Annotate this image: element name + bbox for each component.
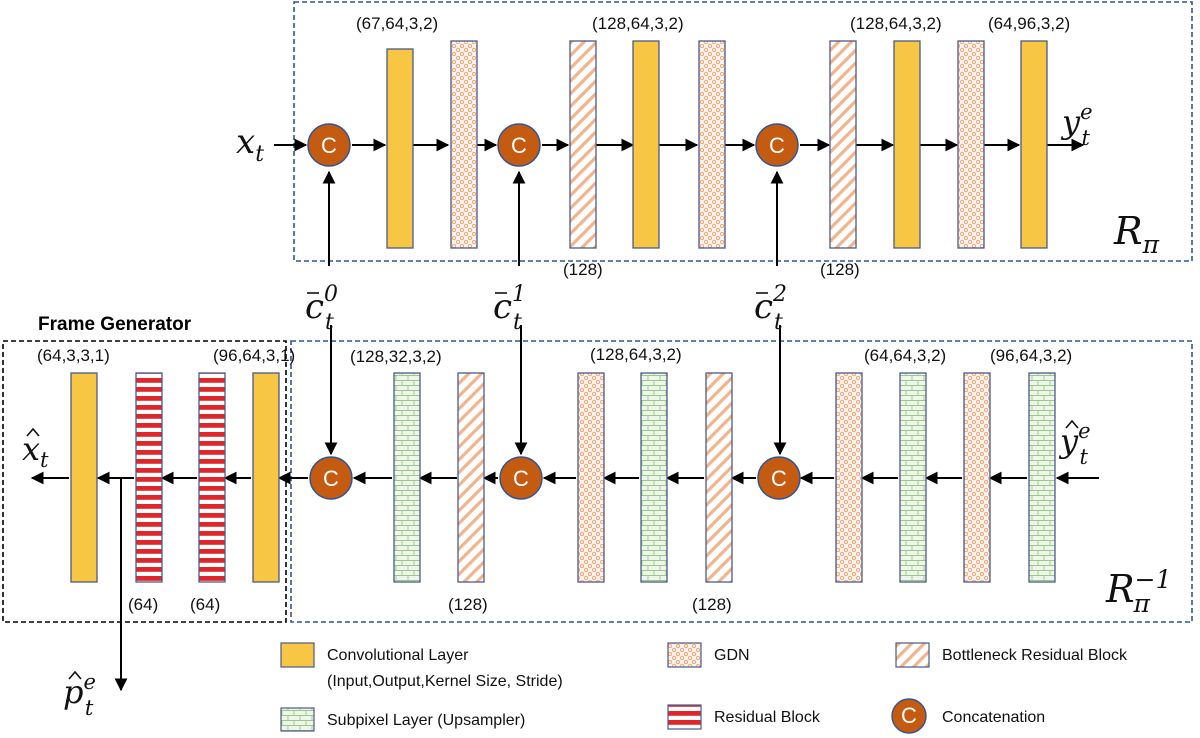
decoder-box	[290, 340, 1193, 623]
encoder-input-label: xt	[236, 122, 264, 167]
svg-text:C: C	[771, 466, 787, 491]
svg-text:xt: xt	[22, 430, 49, 472]
svg-text:C: C	[321, 133, 337, 158]
svg-text:C: C	[323, 466, 339, 491]
fg-output-label: xt	[22, 427, 49, 472]
fg-residual-2-label: (64)	[190, 595, 220, 614]
svg-text:Concatenation: Concatenation	[942, 709, 1045, 726]
encoder-concat-3: C	[755, 123, 799, 167]
encoder-conv-1-label: (67,64,3,2)	[356, 14, 438, 33]
legend-residual: Residual Block	[667, 704, 821, 730]
legend: Convolutional Layer (Input,Output,Kernel…	[280, 642, 1128, 734]
decoder-concat-1: C	[309, 456, 353, 500]
decoder-subpixel-1	[393, 372, 421, 583]
fg-conv-2-label: (96,64,3,1)	[213, 346, 295, 365]
frame-generator-box	[2, 340, 287, 623]
svg-text:C: C	[511, 133, 527, 158]
svg-text:(Input,Output,Kernel Size, Str: (Input,Output,Kernel Size, Stride)	[327, 673, 563, 690]
encoder-name: Rπ	[1113, 209, 1160, 259]
encoder-gdn-2	[698, 40, 726, 249]
frame-generator-arrows	[30, 471, 251, 692]
decoder-subpixel-3	[899, 372, 927, 583]
svg-text:C: C	[513, 466, 529, 491]
svg-text:c0t: c0t	[305, 282, 338, 335]
encoder-bottleneck-2	[829, 40, 857, 249]
legend-gdn: GDN	[667, 642, 750, 668]
decoder-gdn-1	[577, 372, 605, 583]
svg-text:c2t: c2t	[754, 282, 787, 335]
fg-residual-1-label: (64)	[128, 595, 158, 614]
decoder-arrows	[277, 325, 1099, 485]
svg-text:C: C	[769, 133, 785, 158]
svg-text:c1t: c1t	[493, 282, 526, 335]
decoder-gdn-3	[963, 372, 991, 583]
decoder-concat-2: C	[499, 456, 543, 500]
decoder-bottleneck-2-label: (128)	[692, 595, 732, 614]
encoder-conv-2-label: (128,64,3,2)	[592, 14, 684, 33]
svg-text:Residual Block: Residual Block	[714, 709, 821, 726]
encoder-conv-1	[386, 48, 414, 249]
encoder-layers	[386, 40, 1048, 249]
decoder-subpixel-3-label: (64,64,3,2)	[864, 346, 946, 365]
frame-generator-layers	[70, 372, 280, 583]
encoder-conv-3	[893, 40, 921, 249]
encoder-conv-4	[1020, 40, 1048, 249]
svg-text:GDN: GDN	[714, 647, 750, 664]
fg-residual-1	[135, 372, 163, 583]
fg-conv-1	[70, 372, 98, 583]
svg-text:yet: yet	[1058, 419, 1091, 469]
legend-conv: Convolutional Layer (Input,Output,Kernel…	[280, 642, 563, 690]
encoder-conv-2	[632, 40, 660, 249]
encoder-box	[293, 1, 1193, 262]
fg-conv-1-label: (64,3,3,1)	[37, 346, 110, 365]
decoder-bottleneck-1-label: (128)	[448, 595, 488, 614]
decoder-bottleneck-2	[705, 372, 733, 583]
encoder-concat-2: C	[497, 123, 541, 167]
svg-text:pet: pet	[63, 670, 96, 720]
decoder-subpixel-2-label: (128,64,3,2)	[590, 345, 682, 364]
encoder-bottleneck-1-label: (128)	[563, 260, 603, 279]
decoder-subpixel-2	[640, 372, 668, 583]
decoder-concat-3: C	[757, 456, 801, 500]
encoder-concat-1: C	[307, 123, 351, 167]
encoder-bottleneck-1	[569, 40, 597, 249]
encoder-arrows	[274, 138, 1085, 266]
encoder-conv-3-label: (128,64,3,2)	[850, 14, 942, 33]
encoder-gdn-3	[957, 40, 985, 249]
encoder-conv-4-label: (64,96,3,2)	[988, 14, 1070, 33]
svg-text:Bottleneck Residual Block: Bottleneck Residual Block	[942, 647, 1128, 664]
fg-conv-2	[252, 372, 280, 583]
decoder-subpixel-4-label: (96,64,3,2)	[990, 346, 1072, 365]
concat-nodes: C C C C C C	[307, 123, 801, 500]
legend-concat: C Concatenation	[891, 698, 1045, 734]
decoder-layers	[393, 372, 1056, 583]
svg-text:Convolutional Layer: Convolutional Layer	[327, 647, 469, 664]
decoder-bottleneck-1	[457, 372, 485, 583]
svg-text:Subpixel Layer (Upsampler): Subpixel Layer (Upsampler)	[327, 712, 525, 729]
frame-generator-title: Frame Generator	[38, 314, 192, 335]
decoder-gdn-2	[835, 372, 863, 583]
svg-text:C: C	[901, 703, 917, 728]
legend-subpixel: Subpixel Layer (Upsampler)	[280, 707, 525, 732]
fg-residual-2	[198, 372, 226, 583]
encoder-gdn-1	[450, 40, 478, 249]
encoder-bottleneck-2-label: (128)	[820, 260, 860, 279]
decoder-subpixel-1-label: (128,32,3,2)	[350, 347, 442, 366]
legend-bottleneck: Bottleneck Residual Block	[895, 642, 1128, 668]
decoder-subpixel-4	[1028, 372, 1056, 583]
